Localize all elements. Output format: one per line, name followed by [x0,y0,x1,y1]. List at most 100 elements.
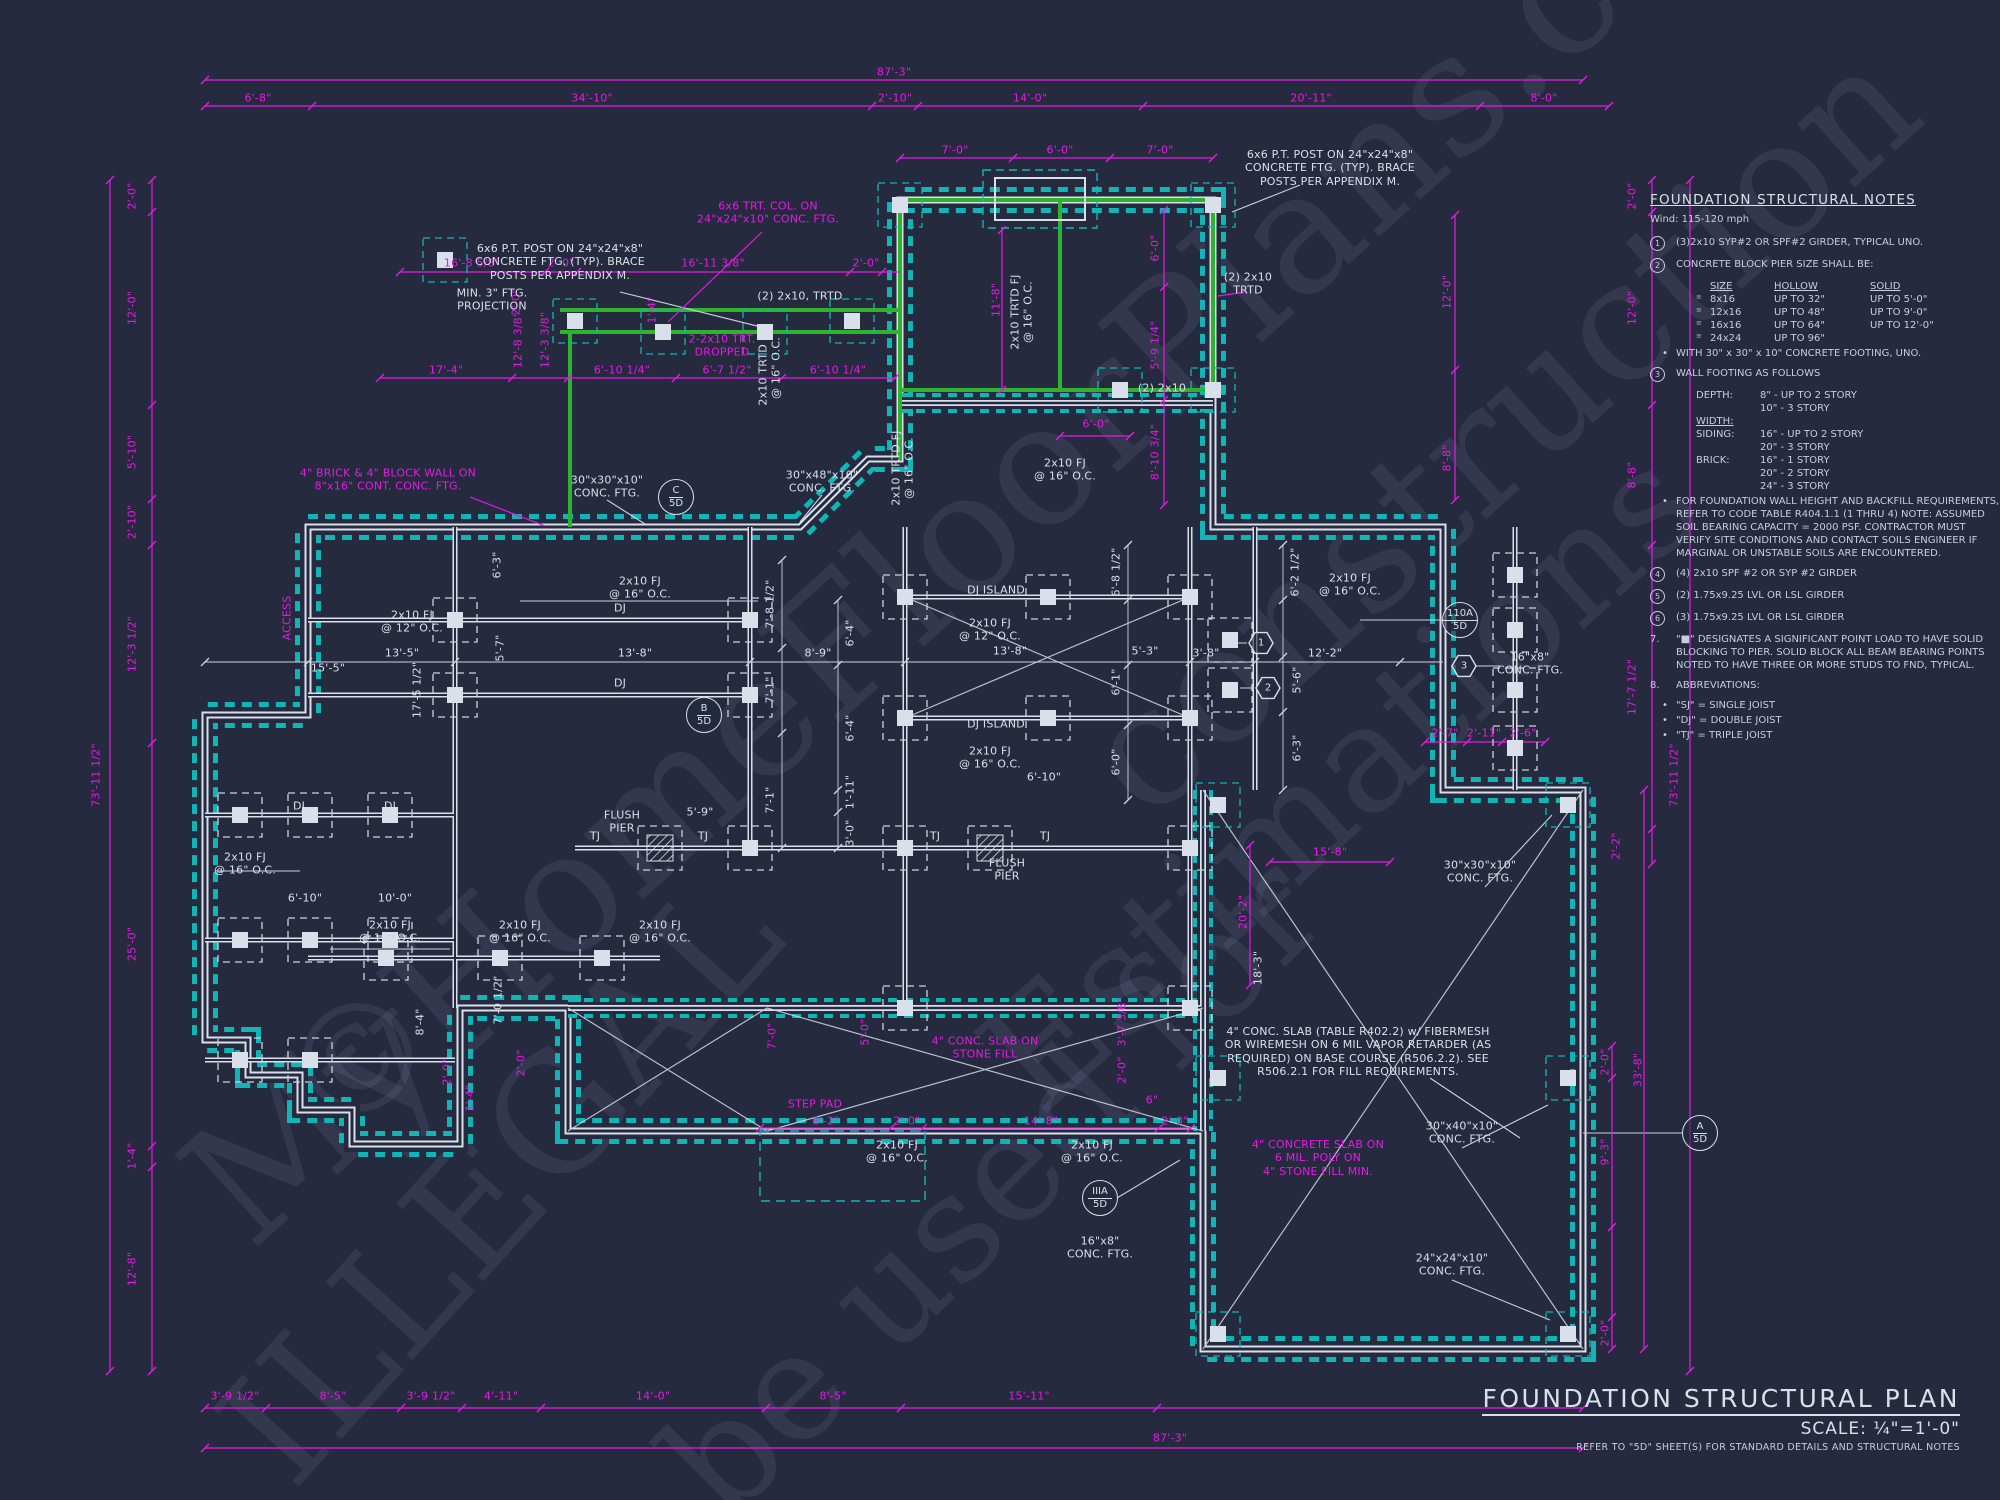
dim-ticks [777,555,787,853]
dimension-label: 17'-7 1/2" [1625,658,1639,716]
plan-annotation: 30"x30"x10" CONC. FTG. [1443,858,1517,885]
callout-detail-id: C [668,485,684,498]
dimension-label: 14'-0" [1012,91,1048,105]
pier-footing [432,597,478,643]
dimension-label: 6" [1145,1093,1159,1107]
dim-ticks [395,267,887,277]
pier-footing [1492,725,1538,771]
dimension-label: 2'-0" [1598,1319,1612,1347]
plan-annotation: 6'-1" [1109,668,1123,696]
note-text: (3)2x10 SYP#2 OR SPF#2 GIRDER, TYPICAL U… [1676,236,1923,248]
dimension-label: 2'-0" [1625,182,1639,210]
pier-footing [287,1037,333,1083]
note-item: 8.ABBREVIATIONS: [1650,679,2000,692]
pier-footing [1097,367,1143,413]
plan-annotation: 2x10 FJ @ 16" O.C. [1034,456,1096,483]
dimension-label: 4" CONCRETE SLAB ON 6 MIL. POLY ON 4" ST… [1251,1137,1385,1178]
plan-annotation: TJ [589,829,601,843]
pier-footing [727,672,773,718]
plan-annotation: 2x10 FJ @ 16" O.C. [359,918,421,945]
dimension-label: 9'-3" [1598,1138,1612,1166]
dimension-label: 4" CONC. SLAB ON STONE FILL [931,1034,1039,1061]
plan-annotation: 6'-2 1/2" [1288,547,1302,597]
callout-detail-id: A [1692,1121,1708,1134]
note-text: (2) 1.75x9.25 LVL OR LSL GIRDER [1676,589,1845,601]
dimension-label: 1'-4" [463,1084,477,1112]
pier-footing [217,1037,263,1083]
plan-annotation: 6'-10" [1026,770,1062,784]
pier-footing [477,935,523,981]
dimension-label: 6'-7 1/2" [702,363,752,377]
pier-footing [1167,574,1213,620]
dimension-label: 2'-0" [1598,1048,1612,1076]
plan-annotation: 6'-4" [843,714,857,742]
plan-annotation: 6'-0" [1109,748,1123,776]
dim-ticks [1123,540,1133,805]
pier-footing [1195,1311,1241,1357]
plan-annotation: DJ [613,676,627,690]
dimension-label: 4" BRICK & 4" BLOCK WALL ON 8"x16" CONT.… [299,466,477,493]
dimension-label: 20'-11" [1290,91,1332,105]
pier-footing [1492,607,1538,653]
plan-annotation: 2x10 FJ @ 16" O.C. [489,918,551,945]
plan-annotation: DJ [613,601,627,615]
note-bullet: •WITH 30" x 30" x 10" CONCRETE FOOTING, … [1662,347,2000,360]
dimension-label: 1'-4" [125,1142,139,1170]
hex-callout-number: 3 [1460,660,1468,672]
callout-detail-id: IIIA [1088,1186,1112,1199]
dimension-label: 1'-4" [645,296,659,324]
dimension-label: 2'-11" [1466,726,1502,740]
plan-annotation: 4" CONC. SLAB (TABLE R402.2) w/ FIBERMES… [1224,1025,1492,1079]
dim-ticks [1450,210,1460,505]
pier-footing [1492,667,1538,713]
plan-annotation: 7'-8 1/2" [763,579,777,629]
dimension-label: 87'-3" [1152,1431,1188,1445]
hex-callout [1451,654,1477,678]
pier-footing [877,182,923,228]
dim-ticks [1647,175,1657,869]
dimension-label: 6'-0" [1082,417,1110,431]
note-number: 3 [1650,366,1676,382]
note-item: 6(3) 1.75x9.25 LVL OR LSL GIRDER [1650,610,2000,626]
hex-callout [1255,676,1281,700]
wall-footing-label: DEPTH: [1696,389,1734,401]
note-bullet: •"TJ" = TRIPLE JOIST [1662,729,2000,742]
pier-footing [1207,667,1253,713]
pier-footing [1545,782,1591,828]
dimension-label: 14'-8" [1023,1114,1059,1128]
note-number: 4 [1650,566,1676,582]
dimension-label: 2-2x10 TRT. DROPPED [688,332,756,359]
callout-detail-id: B [696,703,712,716]
dimension-label: 33'-8" [1631,1052,1645,1088]
pier-footing [1167,695,1213,741]
plan-annotation: 12'-2" [1307,646,1343,660]
dim-ticks [105,175,115,1376]
dimension-label: 8'-5" [819,1389,847,1403]
note-bullet: •"DJ" = DOUBLE JOIST [1662,714,2000,727]
plan-annotation: MIN. 3" FTG. PROJECTION [456,286,528,313]
plan-annotation: FLUSH PIER [603,808,641,835]
plan-annotation: 6'-4" [843,619,857,647]
dim-ticks [147,175,157,1376]
plan-annotation: 6x6 P.T. POST ON 24"x24"x8" CONCRETE FTG… [475,241,645,282]
note-number: 2 [1650,257,1676,273]
plan-annotation: DJ ISLAND [967,717,1025,731]
plan-annotation: 8'-4" [413,1008,427,1036]
pier-footing [432,672,478,718]
plan-annotation: 16"x8" CONC. FTG. [1066,1234,1134,1261]
plan-annotation: 3'-8" [1192,646,1220,660]
dimension-label: 2'-2" [1609,832,1623,860]
note-bullet: •"SJ" = SINGLE JOIST [1662,699,2000,712]
note-item: 1(3)2x10 SYP#2 OR SPF#2 GIRDER, TYPICAL … [1650,235,2000,251]
dimension-label: 8'-10 3/4" [1148,423,1162,481]
pier-footing [1492,552,1538,598]
pier-footing [1195,782,1241,828]
plan-annotation: 16"x8" CONC. FTG. [1496,650,1564,677]
